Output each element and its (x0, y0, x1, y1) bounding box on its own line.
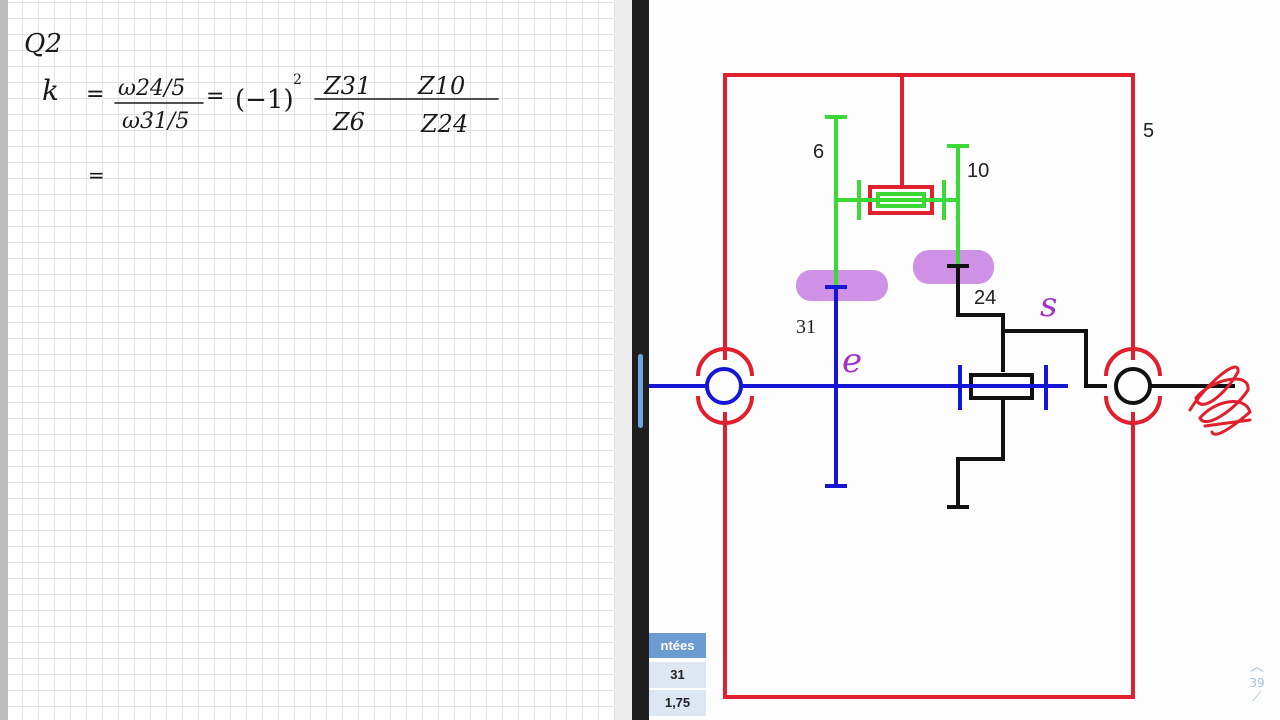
left-edge-strip (0, 0, 8, 720)
label-gear-10: 10 (967, 160, 989, 182)
satellite-pin (876, 192, 926, 208)
handwriting-layer: Q2 k = ω24/5 ω31/5 = (−1) 2 Z31 Z10 Z6 Z… (24, 29, 499, 187)
housing-top-frame (723, 73, 1135, 360)
left-bearing-arc-bottom (696, 395, 754, 425)
housing-bottom-frame (723, 412, 1135, 699)
label-housing-5: 5 (1143, 120, 1154, 142)
second-line-equals: = (88, 163, 105, 187)
page-indicator[interactable]: ︿ 39 ⟋ (1242, 659, 1272, 705)
scribble-underline (1203, 418, 1252, 428)
label-gear-31: 31 (796, 316, 816, 338)
ratio-denominator: ω31/5 (122, 109, 189, 134)
label-output-s: s (1040, 285, 1057, 325)
housing-5 (696, 73, 1162, 699)
sign-term: (−1) (235, 85, 294, 115)
formula-equals-2: = (206, 84, 224, 109)
note-right-margin (615, 0, 632, 720)
output-link (1003, 329, 1107, 388)
page-number: 39 (1249, 676, 1265, 690)
handwriting-strokes (114, 98, 499, 104)
scribble-path (1188, 365, 1252, 436)
expand-icon[interactable]: ⟋ (1252, 689, 1262, 705)
figure-pane: 6 10 5 24 31 e s ︿ 39 ⟋ (649, 0, 1280, 720)
divider-drag-handle[interactable] (638, 354, 643, 428)
z10-numerator: Z10 (417, 72, 465, 100)
scribble-mark (1188, 365, 1252, 436)
z31-numerator: Z31 (323, 72, 371, 100)
z6-denominator: Z6 (332, 108, 365, 136)
question-heading: Q2 (24, 29, 62, 59)
z24-denominator: Z24 (420, 110, 468, 138)
label-input-e: e (842, 341, 862, 381)
formula-lhs: k (42, 74, 59, 107)
gear-train-diagram: 6 10 5 24 31 e s (649, 73, 1252, 699)
label-gear-24: 24 (974, 287, 996, 309)
gear-24-arm-bottom (956, 400, 1005, 507)
ratio-numerator: ω24/5 (118, 76, 185, 101)
gear-24-arm-top (956, 266, 1005, 372)
right-bearing-arc-bottom (1104, 395, 1162, 425)
satellite-6-10 (825, 115, 969, 286)
label-gear-6: 6 (813, 141, 824, 163)
right-bearing-arc-top (1104, 347, 1162, 377)
right-pivot (1114, 367, 1152, 405)
table-header: ntées (649, 633, 706, 658)
sign-exponent: 2 (293, 72, 302, 88)
left-pivot (705, 367, 743, 405)
input-shaft-31 (649, 285, 1068, 488)
note-page[interactable]: Q2 k = ω24/5 ω31/5 = (−1) 2 Z31 Z10 Z6 Z… (8, 0, 615, 720)
left-bearing-arc-top (696, 347, 754, 377)
highlights (796, 250, 994, 301)
formula-equals-1: = (86, 82, 104, 107)
table-cell-row-2: 1,75 (649, 688, 706, 716)
table-cell-row-1: 31 (649, 660, 706, 688)
chevron-up-icon[interactable]: ︿ (1250, 659, 1264, 675)
